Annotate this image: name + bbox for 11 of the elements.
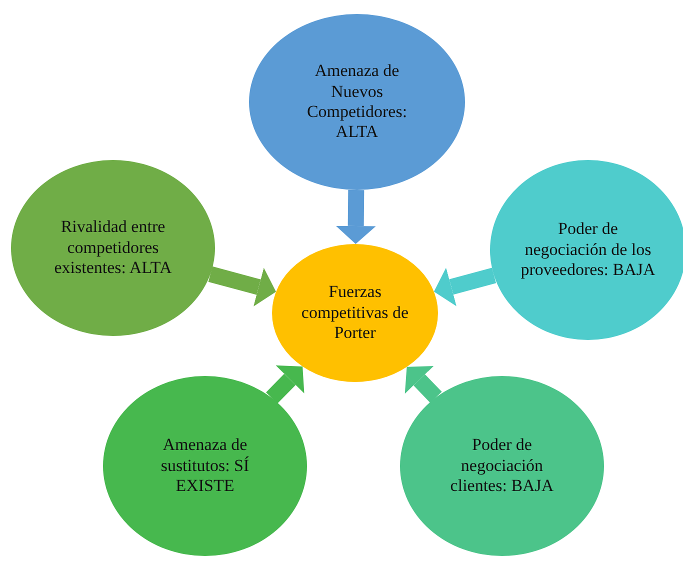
node-label: Amenaza de sustitutos: SÍ EXISTE [160,435,250,497]
node-label: Poder de negociación clientes: BAJA [449,435,555,497]
block-arrow [336,190,376,244]
block-arrow [208,266,276,306]
block-arrow [434,268,496,306]
block-arrow [404,366,442,403]
block-arrow [266,365,304,404]
node-label: Poder de negociación de los proveedores: BAJA [520,219,656,281]
node-label: Rivalidad entre competidores existentes: ALTA [53,217,173,279]
node-label: Fuerzas competitivas de Porter [300,282,410,344]
node-label: Amenaza de Nuevos Competidores: ALTA [306,61,408,143]
